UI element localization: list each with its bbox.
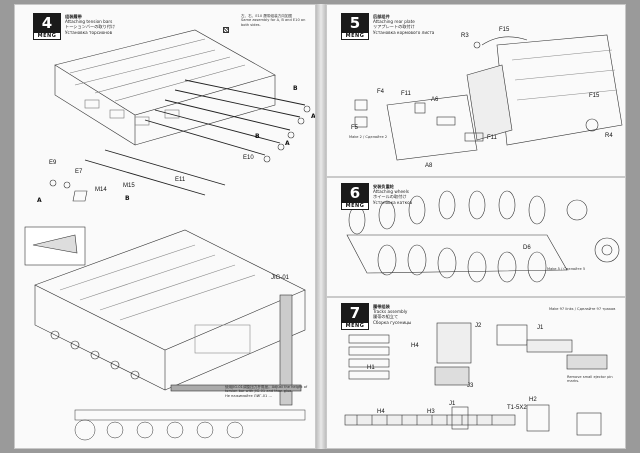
brand-logo: MENG (34, 33, 60, 39)
title-ru: Установка катков (373, 199, 413, 205)
title-en: Attaching tension bars (65, 19, 113, 25)
title-jp: ホイールの取付け (373, 194, 407, 200)
title-cn: 组装履带 (65, 14, 82, 19)
label-a6: A6 (431, 97, 439, 103)
brand-logo: MENG (342, 33, 368, 39)
jig-note-ru: Не нажимайте ЛИГ-01 ... (225, 393, 272, 398)
label-f15-2: F15 (589, 93, 600, 99)
label-b-3: B (125, 195, 130, 202)
step-4-badge: 4 MENG (33, 13, 61, 40)
label-h1: H1 (367, 365, 375, 371)
label-a-2: A (285, 140, 290, 147)
label-f4: F4 (377, 89, 385, 95)
label-f5: F5 (351, 125, 359, 131)
step-number: 4 (41, 14, 53, 32)
jig-note-text: 使用JIG-01调整扭力杆角度。Adjust the height of tor… (225, 385, 308, 394)
step-6-badge: 6 MENG (341, 183, 369, 210)
brand-logo: MENG (342, 323, 368, 329)
label-m15: M15 (123, 183, 135, 189)
step-number: 5 (349, 14, 361, 32)
step-7-note: Make 97 links / Сделайте 97 траков (549, 307, 616, 311)
step-6-note: Make 5 / Сделайте 5 (547, 267, 586, 271)
step-5-note: Make 2 / Сделайте 2 (349, 135, 388, 139)
left-page: 4 MENG 组装履带 Attaching tension bars トーション… (14, 4, 316, 449)
step-5-titles: 后部组件 Attaching rear plate リアプレートの取付け Уст… (373, 13, 434, 35)
title-cn: 安装负重轮 (373, 184, 394, 189)
label-e10: E10 (243, 155, 254, 161)
title-jp: 履帯の組立て (373, 314, 399, 320)
label-d6: D6 (523, 245, 531, 251)
label-j1-1: J1 (537, 325, 544, 331)
step-7-header: 7 MENG 履带组装 Tracks assembly 履帯の組立て Сборк… (341, 303, 411, 330)
label-j1-2: J1 (449, 401, 456, 407)
label-h4-2: H4 (377, 409, 385, 415)
label-jig01: JIG-01 (271, 275, 290, 281)
label-f15-1: F15 (499, 27, 510, 33)
title-jp: トーションバーの取り付け (65, 24, 116, 30)
title-en: Attaching wheels (373, 189, 409, 195)
title-ru: Сборка гусеницы (373, 319, 412, 325)
label-r4: R4 (605, 133, 613, 139)
label-a8: A8 (425, 163, 433, 169)
label-h2: H2 (529, 397, 537, 403)
label-e7: E7 (75, 169, 83, 175)
label-r3: R3 (461, 33, 469, 39)
title-cn: 履带组装 (373, 304, 390, 309)
step-4-jig-note: 使用JIG-01调整扭力杆角度。Adjust the height of tor… (225, 385, 311, 398)
brand-logo: MENG (342, 203, 368, 209)
title-cn: 后部组件 (373, 14, 390, 19)
step-4-note: 左、右、E10 履带组装方向如图 Same assembly for A, B … (241, 14, 313, 27)
label-e9: E9 (49, 160, 57, 166)
right-page: 5 MENG 后部组件 Attaching rear plate リアプレートの… (326, 4, 626, 449)
label-e11: E11 (175, 177, 186, 183)
hull-drawing (24, 29, 311, 441)
warning-icon (223, 27, 229, 33)
note-en: Same assembly for A, B and E10 on both s… (241, 18, 306, 27)
step-6-titles: 安装负重轮 Attaching wheels ホイールの取付け Установк… (373, 183, 412, 205)
title-ru: Установка торсионов (65, 29, 113, 35)
title-en: Attaching rear plate (373, 19, 415, 25)
note-cn: 左、右、E10 履带组装方向如图 (241, 14, 293, 18)
label-h4-1: H4 (411, 343, 419, 349)
label-f11-2: F11 (487, 135, 497, 141)
step-5-header: 5 MENG 后部组件 Attaching rear plate リアプレートの… (341, 13, 434, 40)
step-number: 7 (349, 304, 361, 322)
label-j3: J3 (467, 383, 474, 389)
label-b-2: B (255, 133, 260, 140)
step-6-header: 6 MENG 安装负重轮 Attaching wheels ホイールの取付け У… (341, 183, 412, 210)
step-7-badge: 7 MENG (341, 303, 369, 330)
page-gutter (316, 4, 326, 449)
step-5-badge: 5 MENG (341, 13, 369, 40)
step-7-titles: 履带组装 Tracks assembly 履帯の組立て Сборка гусен… (373, 303, 411, 325)
label-j2: J2 (475, 323, 482, 329)
label-h3: H3 (427, 409, 435, 415)
label-f11-1: F11 (401, 91, 411, 97)
label-b-1: B (293, 85, 298, 92)
label-a-1: A (311, 113, 316, 120)
step-4-header: 4 MENG 组装履带 Attaching tension bars トーション… (33, 13, 115, 40)
label-m14: M14 (95, 187, 107, 193)
step-4-titles: 组装履带 Attaching tension bars トーションバーの取り付け… (65, 13, 115, 35)
label-t1: T1-5X2 (507, 405, 527, 411)
step-number: 6 (349, 184, 361, 202)
step-7-note-2: Remove small ejector pin marks. (567, 375, 613, 384)
title-ru: Установка кормового листа (373, 29, 435, 35)
step-5-drawing (327, 34, 625, 436)
title-en: Tracks assembly (373, 309, 408, 315)
label-a-3: A (37, 197, 42, 204)
title-jp: リアプレートの取付け (373, 24, 415, 30)
